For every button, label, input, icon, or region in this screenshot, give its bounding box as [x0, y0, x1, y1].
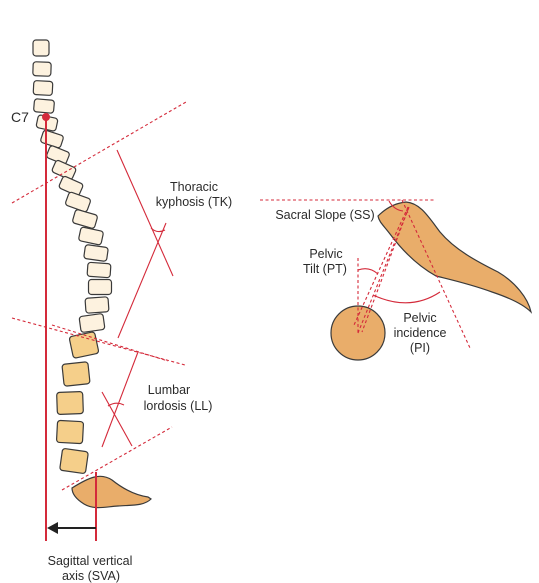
- label-sacral-slope: Sacral Slope (SS): [275, 208, 374, 222]
- tk-upper-perpendicular: [117, 150, 173, 276]
- label-sva-line2: axis (SVA): [62, 569, 120, 583]
- lumbar-vertebra-21: [56, 420, 83, 443]
- tk-lower-perpendicular: [118, 223, 166, 338]
- vertebra-3: [33, 81, 53, 96]
- vertebra-16: [85, 297, 109, 314]
- sva-arrow-head: [47, 522, 58, 534]
- vertebra-15: [89, 280, 112, 295]
- label-pelvic-incidence-line3: (PI): [410, 341, 430, 355]
- sacrum-left: [72, 476, 151, 507]
- lumbar-vertebra-22: [60, 448, 89, 473]
- ll-angle-arc: [108, 403, 124, 406]
- pi-angle-arc: [373, 292, 440, 303]
- vertebra-13: [84, 244, 109, 261]
- lumbar-vertebra-19: [62, 362, 90, 387]
- label-lumbar-lordosis-line1: Lumbar: [148, 383, 190, 397]
- vertebra-2: [33, 62, 51, 77]
- label-pelvic-incidence-line2: incidence: [394, 326, 447, 340]
- pt-angle-arc: [358, 269, 378, 274]
- vertebral-column: [33, 40, 112, 474]
- label-thoracic-kyphosis-line2: kyphosis (TK): [156, 195, 232, 209]
- vertebra-4: [33, 99, 54, 114]
- label-thoracic-kyphosis-line1: Thoracic: [170, 180, 218, 194]
- vertebra-17: [79, 313, 105, 332]
- vertebra-1: [33, 40, 49, 56]
- label-pelvic-tilt-line1: Pelvic: [309, 247, 342, 261]
- label-pelvic-tilt-line2: Tilt (PT): [303, 262, 347, 276]
- ll-lower-perpendicular: [102, 392, 132, 446]
- pt-reference-line: [354, 207, 408, 325]
- label-c7: C7: [11, 109, 29, 125]
- vertebra-14: [87, 262, 111, 278]
- lumbar-vertebra-18: [69, 332, 99, 359]
- label-sva-line1: Sagittal vertical: [48, 554, 133, 568]
- vertebra-12: [78, 227, 103, 245]
- label-lumbar-lordosis-line2: lordosis (LL): [144, 399, 213, 413]
- vertebra-11: [72, 209, 98, 229]
- sacrum-right: [378, 202, 531, 312]
- label-pelvic-incidence-line1: Pelvic: [403, 311, 436, 325]
- lumbar-vertebra-20: [57, 392, 84, 415]
- ll-upper-perpendicular: [102, 352, 138, 447]
